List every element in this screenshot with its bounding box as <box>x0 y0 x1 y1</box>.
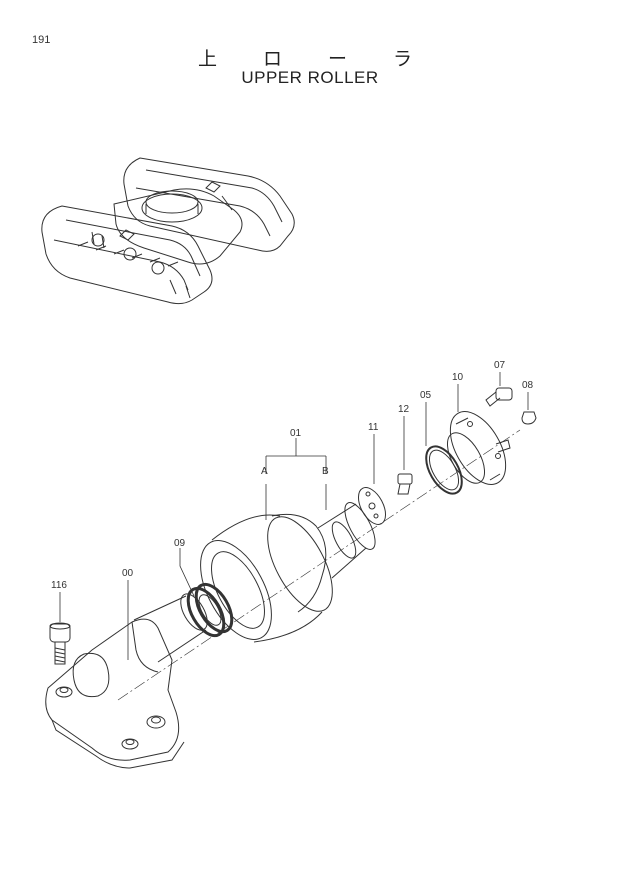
bolt-part-116 <box>49 622 71 665</box>
leader-lines <box>59 372 529 660</box>
undercarriage-overview <box>41 157 295 305</box>
page-number: 191 <box>32 34 51 46</box>
callout-B: B <box>322 466 329 477</box>
callout-labels: 01 A B 11 12 05 10 07 08 09 00 116 <box>51 360 534 591</box>
title-japanese: 上 ロ ー ラ <box>197 48 433 70</box>
thrust-plate-part-11 <box>357 487 387 525</box>
callout-01: 01 <box>290 428 302 439</box>
callout-10: 10 <box>452 372 464 383</box>
callout-07: 07 <box>494 360 506 371</box>
callout-08: 08 <box>522 380 534 391</box>
o-ring-part-05 <box>425 445 463 495</box>
callout-00: 00 <box>122 568 134 579</box>
floating-seal-part-09 <box>186 582 234 638</box>
plug-part-08 <box>521 411 537 425</box>
cover-part-10 <box>446 411 511 485</box>
title-english: UPPER ROLLER <box>241 68 379 87</box>
callout-12: 12 <box>398 404 410 415</box>
callout-A: A <box>261 466 268 477</box>
callout-11: 11 <box>368 422 379 433</box>
callout-116: 116 <box>51 580 67 591</box>
bolt-part-12 <box>397 473 413 495</box>
callout-09: 09 <box>174 538 186 549</box>
roller-part-01 <box>200 513 333 643</box>
center-axis <box>117 429 521 701</box>
bracket-part-00 <box>45 618 185 769</box>
screw-part-07 <box>485 387 513 407</box>
roller-shaft-end <box>317 502 376 579</box>
shaft <box>133 593 208 663</box>
callout-05: 05 <box>420 390 432 401</box>
